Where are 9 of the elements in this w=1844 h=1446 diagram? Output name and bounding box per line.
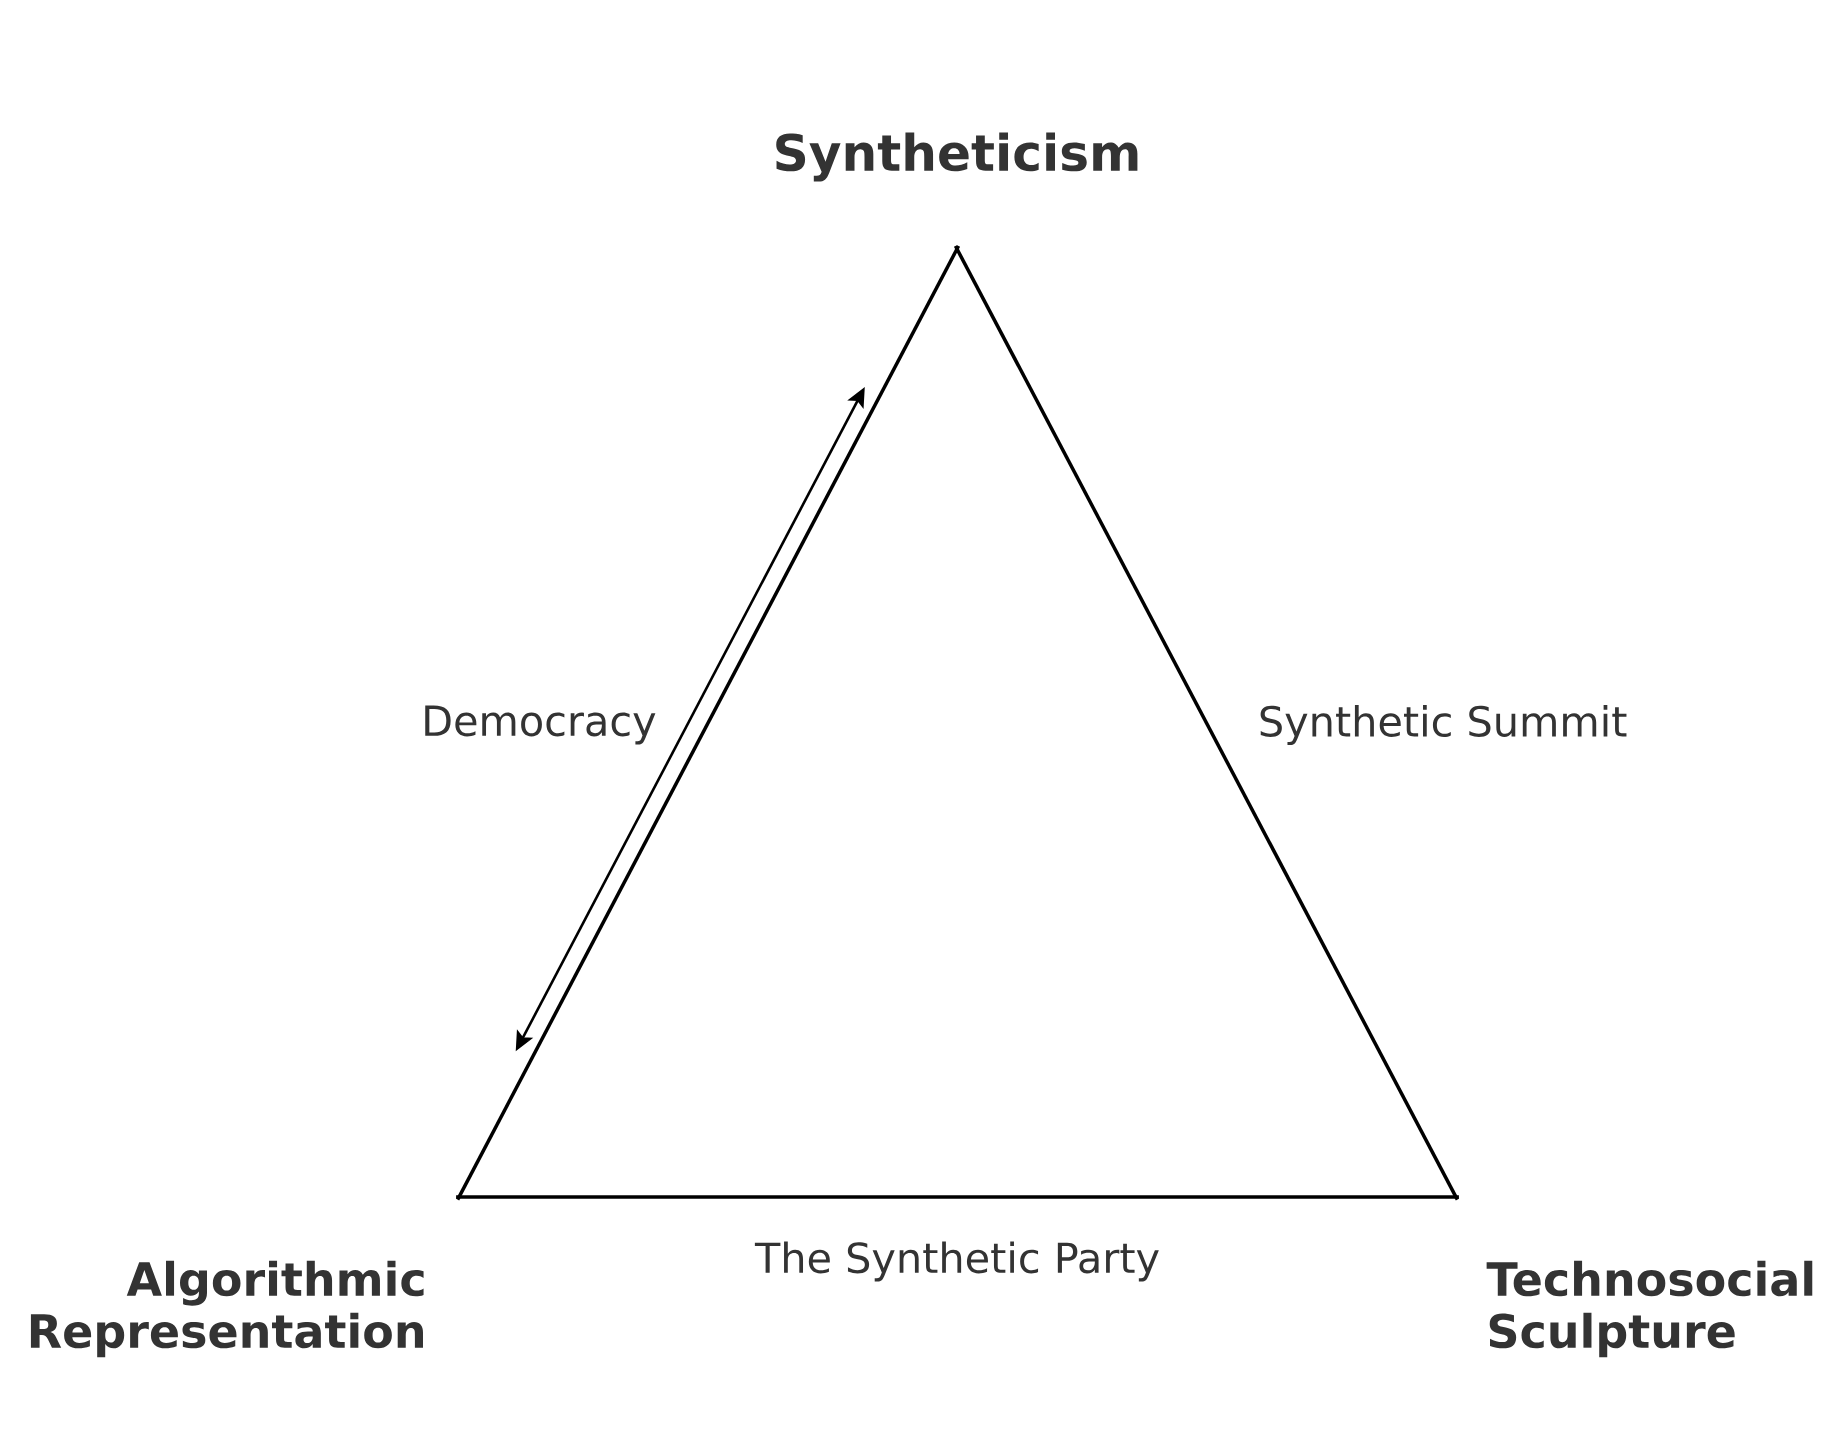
triangle-side xyxy=(456,245,961,1201)
vertex-label: Algorithmic Representation xyxy=(30,1260,424,1358)
vertex-label: Technosocial Sculpture xyxy=(1486,1260,1813,1358)
edge-label: Democracy xyxy=(419,703,659,747)
vertex-label: Syntheticism xyxy=(776,132,1138,182)
edge-label: The Synthetic Party xyxy=(753,1239,1162,1284)
edge-label: Synthetic Summit xyxy=(1255,702,1630,748)
triangle-side xyxy=(456,1195,1459,1199)
triangle-side xyxy=(953,245,1459,1201)
